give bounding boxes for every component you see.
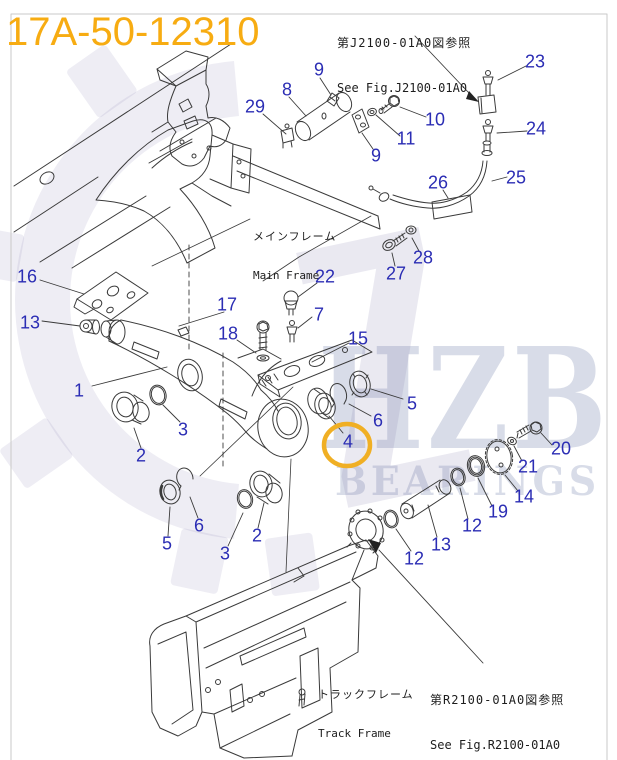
reference-top: 第J2100-01A0図参照 See Fig.J2100-01A0 [337, 6, 471, 126]
callout-1[interactable]: 1 [73, 380, 85, 401]
callout-8[interactable]: 8 [281, 79, 293, 100]
reference-top-jp: 第J2100-01A0図参照 [337, 36, 472, 50]
grease-line-drawing [368, 70, 497, 251]
callout-12[interactable]: 12 [403, 548, 425, 569]
callout-23[interactable]: 23 [524, 51, 546, 72]
bushing-seal-row-drawing [111, 384, 294, 573]
track-frame-label: トラックフレーム Track Frame [318, 662, 414, 760]
callout-3[interactable]: 3 [219, 543, 231, 564]
main-frame-label-jp: メインフレーム [253, 230, 337, 243]
callout-17[interactable]: 17 [216, 294, 238, 315]
callout-13[interactable]: 13 [19, 312, 41, 333]
callout-15[interactable]: 15 [347, 328, 369, 349]
callout-leader-lines [39, 65, 553, 552]
callout-14[interactable]: 14 [513, 486, 535, 507]
main-frame-label-en: Main Frame [253, 269, 320, 282]
callout-27[interactable]: 27 [385, 263, 407, 284]
watermark-gear-icon [0, 45, 476, 596]
callout-28[interactable]: 28 [412, 247, 434, 268]
arrow-to-track-frame-icon [368, 539, 381, 553]
callout-25[interactable]: 25 [505, 167, 527, 188]
callout-11[interactable]: 11 [396, 128, 416, 149]
callout-6[interactable]: 6 [372, 410, 384, 431]
callout-20[interactable]: 20 [550, 438, 572, 459]
reference-top-en: See Fig.J2100-01A0 [337, 81, 468, 95]
track-frame-label-en: Track Frame [318, 727, 391, 740]
reference-bottom-en: See Fig.R2100-01A0 [430, 738, 561, 752]
callout-19[interactable]: 19 [487, 501, 509, 522]
callout-5[interactable]: 5 [406, 393, 418, 414]
reference-bottom-jp: 第R2100-01A0図参照 [430, 693, 565, 707]
reference-bottom: 第R2100-01A0図参照 See Fig.R2100-01A0 [430, 663, 564, 760]
callout-21[interactable]: 21 [517, 456, 539, 477]
callout-9[interactable]: 9 [370, 145, 382, 166]
figure-number-title: 17A-50-12310 [6, 10, 260, 54]
equalizer-bar-drawing [73, 271, 309, 458]
callout-7[interactable]: 7 [313, 304, 325, 325]
main-frame-label: メインフレーム Main Frame [253, 204, 336, 308]
callout-18[interactable]: 18 [217, 323, 239, 344]
cross-member-drawing [95, 119, 381, 282]
callout-2[interactable]: 2 [251, 525, 263, 546]
reference-leader-lines [378, 35, 484, 664]
callout-4[interactable]: 4 [342, 431, 354, 452]
callout-22[interactable]: 22 [314, 266, 336, 287]
callout-9[interactable]: 9 [313, 59, 325, 80]
callout-16[interactable]: 16 [16, 266, 38, 287]
main-frame-drawing [13, 43, 232, 269]
callout-29[interactable]: 29 [244, 96, 266, 117]
arrow-to-main-frame-icon [466, 91, 479, 102]
cover-plate-drawing [256, 290, 373, 398]
callout-6[interactable]: 6 [193, 515, 205, 536]
callout-2[interactable]: 2 [135, 445, 147, 466]
callout-13[interactable]: 13 [430, 534, 452, 555]
bearing-set-drawing [307, 370, 371, 420]
stopper-pin-assembly-drawing [280, 91, 400, 149]
callout-3[interactable]: 3 [177, 419, 189, 440]
callout-12[interactable]: 12 [461, 515, 483, 536]
callout-24[interactable]: 24 [525, 118, 547, 139]
track-frame-drawing [149, 539, 379, 759]
drawing-border [10, 13, 608, 760]
callout-10[interactable]: 10 [424, 109, 446, 130]
track-frame-label-jp: トラックフレーム [318, 688, 414, 701]
callout-5[interactable]: 5 [161, 533, 173, 554]
highlight-ring [321, 421, 373, 469]
pivot-pin-row-drawing [346, 421, 543, 554]
callout-26[interactable]: 26 [427, 172, 449, 193]
alignment-dashed-lines [188, 244, 224, 471]
